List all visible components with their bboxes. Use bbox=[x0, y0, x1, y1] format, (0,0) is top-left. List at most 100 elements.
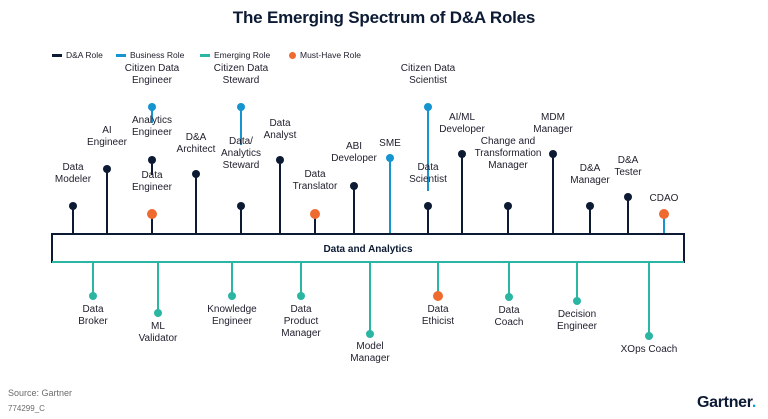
data-analyst-marker bbox=[276, 156, 284, 164]
label-line: Data bbox=[290, 304, 312, 315]
label-line: Engineer bbox=[87, 137, 128, 148]
label-line: Analyst bbox=[264, 130, 297, 141]
label-line: AI bbox=[102, 125, 111, 136]
decision-engineer-marker bbox=[573, 297, 581, 305]
sme-marker bbox=[386, 154, 394, 162]
change-transformation-manager-marker bbox=[504, 202, 512, 210]
page-title: The Emerging Spectrum of D&A Roles bbox=[232, 8, 536, 27]
label-line: Engineer bbox=[132, 127, 173, 138]
label-line: Engineer bbox=[132, 182, 173, 193]
label-line: Architect bbox=[177, 144, 216, 155]
bar-label: Data and Analytics bbox=[323, 244, 413, 255]
data-scientist-marker bbox=[424, 202, 432, 210]
data-translator-marker bbox=[310, 209, 320, 219]
label-line: Manager bbox=[281, 328, 321, 339]
label-line: Ethicist bbox=[422, 316, 454, 327]
data-and-analytics-bar bbox=[51, 233, 685, 263]
label-line: Analytics bbox=[132, 115, 172, 126]
xops-coach-label: XOps Coach bbox=[621, 344, 678, 355]
label-line: MDM bbox=[541, 112, 565, 123]
label-line: AI/ML bbox=[449, 112, 476, 123]
label-line: Analytics bbox=[221, 148, 261, 159]
citizen-data-scientist-marker bbox=[424, 103, 432, 111]
legend-item-3: Must-Have Role bbox=[289, 50, 361, 60]
da-architect-marker bbox=[192, 170, 200, 178]
label-line: Tester bbox=[614, 167, 642, 178]
label-line: Engineer bbox=[557, 321, 598, 332]
label-line: Broker bbox=[78, 316, 108, 327]
label-line: Steward bbox=[223, 160, 260, 171]
abi-developer-marker bbox=[350, 182, 358, 190]
label-line: Steward bbox=[223, 75, 260, 86]
figure-code: 774299_C bbox=[8, 404, 45, 413]
label-line: Validator bbox=[139, 333, 178, 344]
citizen-data-engineer-marker bbox=[148, 103, 156, 111]
legend-label: D&A Role bbox=[66, 50, 103, 60]
label-line: Model bbox=[356, 341, 383, 352]
label-line: Modeler bbox=[55, 174, 92, 185]
logo-dot: . bbox=[751, 394, 756, 411]
logo-text: Gartner bbox=[697, 394, 752, 411]
label-line: D&A bbox=[618, 155, 639, 166]
label-line: D&A bbox=[186, 132, 207, 143]
label-line: Data/ bbox=[229, 136, 253, 147]
label-line: D&A bbox=[580, 163, 601, 174]
da-tester-marker bbox=[624, 193, 632, 201]
label-line: Data bbox=[304, 169, 326, 180]
label-line: ML bbox=[151, 321, 165, 332]
source-note: Source: Gartner bbox=[8, 388, 73, 398]
data-coach-marker bbox=[505, 293, 513, 301]
label-line: Decision bbox=[558, 309, 596, 320]
gartner-logo: Gartner. bbox=[697, 394, 756, 412]
data-modeler-marker bbox=[69, 202, 77, 210]
legend-item-0: D&A Role bbox=[52, 50, 103, 60]
ai-ml-developer-marker bbox=[458, 150, 466, 158]
label-line: Scientist bbox=[409, 174, 447, 185]
label-line: Data bbox=[427, 304, 449, 315]
label-line: Developer bbox=[331, 153, 377, 164]
label-line: ABI bbox=[346, 141, 362, 152]
label-line: CDAO bbox=[650, 193, 679, 204]
label-line: Data bbox=[62, 162, 84, 173]
label-line: Citizen Data bbox=[401, 63, 456, 74]
label-line: Manager bbox=[533, 124, 573, 135]
data-product-manager-marker bbox=[297, 292, 305, 300]
knowledge-engineer-marker bbox=[228, 292, 236, 300]
data-engineer-marker bbox=[147, 209, 157, 219]
label-line: Citizen Data bbox=[214, 63, 269, 74]
legend-dot-swatch bbox=[289, 51, 296, 59]
data-ethicist-marker bbox=[433, 291, 443, 301]
model-manager-marker bbox=[366, 330, 374, 338]
label-line: Knowledge bbox=[207, 304, 257, 315]
ml-validator-marker bbox=[154, 309, 162, 317]
legend-label: Must-Have Role bbox=[300, 50, 361, 60]
data-analytics-steward-marker bbox=[237, 202, 245, 210]
citizen-data-steward-marker bbox=[237, 103, 245, 111]
label-line: Data bbox=[498, 305, 520, 316]
mdm-manager-marker bbox=[549, 150, 557, 158]
label-line: Transformation bbox=[475, 148, 542, 159]
label-line: XOps Coach bbox=[621, 344, 678, 355]
label-line: Coach bbox=[495, 317, 524, 328]
legend-label: Emerging Role bbox=[214, 50, 271, 60]
